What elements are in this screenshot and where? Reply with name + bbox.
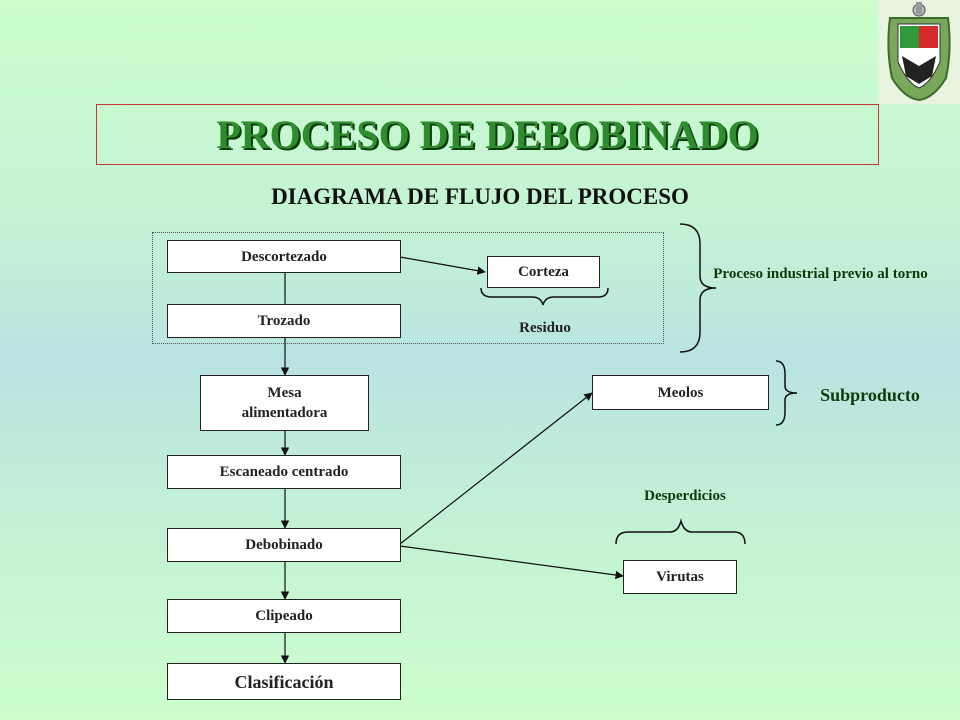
diagram-subtitle: DIAGRAMA DE FLUJO DEL PROCESO xyxy=(271,184,689,209)
node-clipeado: Clipeado xyxy=(167,599,401,633)
arrow-debobinado-meolos xyxy=(399,392,593,545)
node-corteza: Corteza xyxy=(487,256,600,288)
node-descortezado: Descortezado xyxy=(167,240,401,273)
brace-subproducto xyxy=(775,360,798,426)
node-escaneado-centrado: Escaneado centrado xyxy=(167,455,401,489)
brace-proceso-previo xyxy=(679,223,717,353)
arrow-debobinado-virutas xyxy=(399,545,624,580)
crest-icon xyxy=(878,0,960,104)
arrow-descortezado-corteza xyxy=(399,256,486,275)
node-debobinado: Debobinado xyxy=(167,528,401,562)
label-desperdicios: Desperdicios xyxy=(644,488,726,504)
brace-desperdicios xyxy=(615,518,746,545)
node-mesa-alimentadora: Mesa alimentadora xyxy=(200,375,369,431)
previous-process-group xyxy=(152,232,664,344)
brace-residuo xyxy=(480,287,609,306)
node-meolos: Meolos xyxy=(592,375,769,410)
node-virutas: Virutas xyxy=(623,560,737,594)
page-title: PROCESO DE DEBOBINADO xyxy=(216,112,759,157)
label-subproducto: Subproducto xyxy=(820,385,920,405)
label-proceso-previo: Proceso industrial previo al torno xyxy=(713,266,928,282)
node-trozado: Trozado xyxy=(167,304,401,338)
title-frame: PROCESO DE DEBOBINADO xyxy=(96,104,879,165)
label-residuo: Residuo xyxy=(519,320,571,336)
node-clasificacion: Clasificación xyxy=(167,663,401,700)
